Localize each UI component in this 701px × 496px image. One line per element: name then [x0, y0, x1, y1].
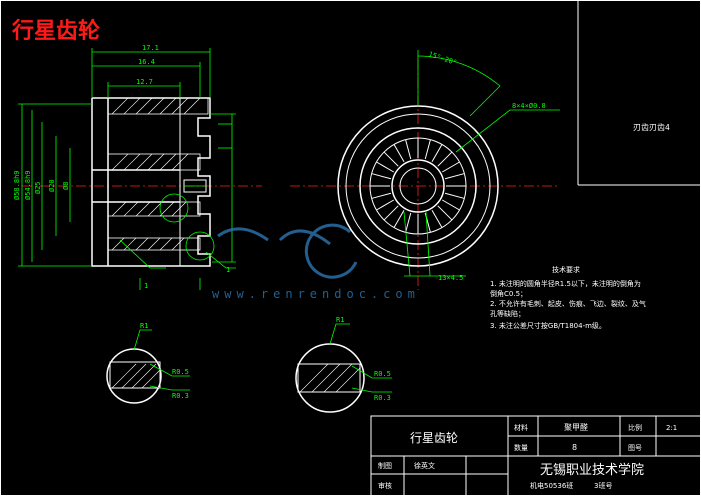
spline-tooth-line: [431, 144, 443, 163]
tb-part-name: 行星齿轮: [410, 431, 458, 445]
dim-circle-note: 8×4×Ø0.8: [512, 102, 546, 110]
spline-teeth: [370, 138, 466, 234]
auxiliary-view-label: 刃齿刃齿4: [633, 123, 670, 132]
detail-view-2: R1 R0.5 R0.3: [295, 316, 392, 413]
notes-line-3: 2. 不允许有毛刺、起皮、伤痕、飞边、裂纹、及气: [490, 299, 646, 308]
detail2-dim-top: R1: [336, 316, 344, 324]
detail2-dim-b: R0.3: [374, 394, 391, 402]
dim-left-2: Ø54.8h9: [24, 170, 32, 200]
detail1-dim-b: R0.3: [172, 392, 189, 400]
notes-line-5: 3. 未注公差尺寸按GB/T1804-m级。: [490, 321, 606, 330]
spline-tooth-line: [405, 139, 412, 160]
technical-notes: 技术要求 1. 未注明的圆角半径R1.5以下，未注明的倒角为 倒角C0.5； 2…: [490, 265, 646, 330]
title-block: [370, 415, 701, 496]
dim-inner-1: Ø8: [62, 182, 70, 190]
spline-tooth-line: [437, 205, 453, 221]
tb-student-no-label: 3班号: [594, 481, 612, 490]
dim-left-3: Ø25: [34, 181, 42, 194]
section-view: [22, 97, 262, 267]
dim-top-2: 16.4: [138, 58, 155, 66]
dim-circle-bottom: 13×4.5: [438, 274, 463, 282]
spline-tooth-line: [376, 161, 395, 173]
tb-school: 无锡职业技术学院: [540, 462, 644, 478]
dim-top-3: 12.7: [136, 78, 153, 86]
spline-tooth-line: [441, 161, 460, 173]
dim-left-4: Ø20: [48, 179, 56, 192]
spline-tooth-line: [424, 139, 431, 160]
tb-drawn-value: 徐英文: [414, 461, 435, 470]
spline-tooth-line: [371, 192, 392, 199]
auxiliary-view-box: 刃齿刃齿4: [577, 0, 701, 186]
end-view: [290, 60, 560, 290]
spline-tooth-line: [393, 144, 405, 163]
drawing-title: 行星齿轮: [11, 18, 100, 44]
watermark-url: www.renrendoc.com: [212, 287, 420, 301]
spline-tooth-line: [431, 209, 443, 228]
dim-angle: 15°~20°: [427, 50, 458, 67]
spline-tooth-line: [444, 192, 465, 199]
dim-top-1: 17.1: [142, 44, 159, 52]
dim-bottom-2: 1: [226, 266, 230, 274]
tb-scale-value: 2:1: [666, 424, 677, 432]
detail1-dim-top: R1: [140, 322, 148, 330]
dim-bottom-1: 1: [144, 282, 148, 290]
tb-scale-label: 比例: [628, 423, 642, 432]
notes-line-1: 1. 未注明的圆角半径R1.5以下，未注明的倒角为: [490, 279, 641, 288]
notes-line-4: 孔等缺陷；: [490, 309, 525, 318]
spline-tooth-line: [437, 151, 453, 167]
spline-tooth-line: [444, 173, 465, 180]
spline-tooth-line: [441, 199, 460, 211]
notes-line-2: 倒角C0.5；: [490, 289, 527, 298]
tb-drawing-no-label: 图号: [628, 444, 642, 452]
watermark: www.renrendoc.com: [212, 223, 420, 301]
tb-material-value: 聚甲醛: [564, 422, 588, 432]
hatch-lines: [111, 97, 201, 251]
spline-tooth-line: [376, 199, 395, 211]
spline-tooth-line: [383, 151, 399, 167]
detail1-dim-a: R0.5: [172, 368, 189, 376]
end-view-dimensions: [403, 50, 560, 277]
spline-tooth-line: [393, 209, 405, 228]
tb-quantity-value: 8: [572, 443, 577, 452]
tb-drawn-label: 制图: [378, 461, 392, 470]
detail-view-1: R1 R0.5 R0.3: [106, 322, 190, 404]
detail2-dim-a: R0.5: [374, 370, 391, 378]
tb-class-info: 机电50536班: [530, 481, 573, 490]
dim-left-1: Ø58.8h9: [13, 170, 21, 200]
spline-tooth-line: [371, 173, 392, 180]
tb-material-label: 材料: [514, 423, 528, 432]
spline-tooth-line: [405, 212, 412, 233]
spline-tooth-line: [383, 205, 399, 221]
tb-checked-label: 审核: [378, 481, 392, 490]
tb-quantity-label: 数量: [514, 443, 528, 452]
notes-heading: 技术要求: [552, 265, 580, 274]
section-dimensions: [18, 48, 236, 290]
